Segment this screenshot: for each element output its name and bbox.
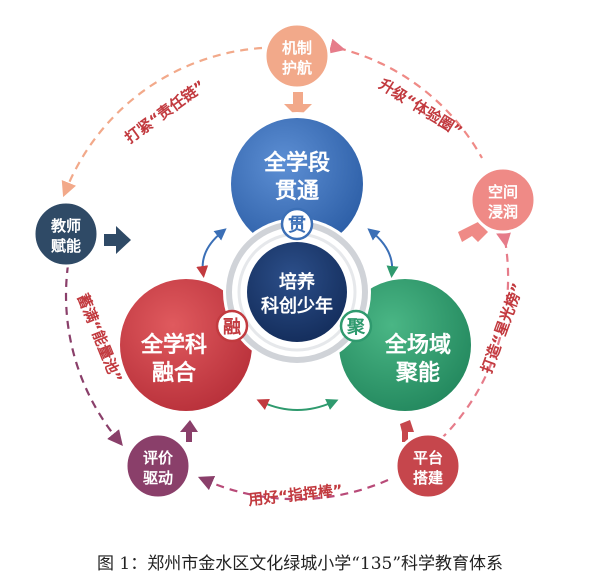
node-top: 机制 护航 (263, 22, 331, 90)
lobe-top-line2: 贯通 (275, 179, 319, 204)
connector-top-right (367, 228, 399, 278)
lobe-left-line2: 融合 (152, 360, 197, 386)
lobe-left (114, 273, 258, 417)
node-bottom-right-line2: 搭建 (413, 469, 444, 487)
badge-top-text: 贯 (288, 215, 306, 236)
lobe-left-line1: 全学科 (140, 332, 207, 358)
outer-dashed-ring (61, 38, 512, 501)
lobe-right-line1: 全场域 (384, 332, 451, 358)
lobe-top (225, 112, 369, 256)
badge-right: 聚 (339, 309, 373, 343)
figure-caption: 图 1：郑州市金水区文化绿城小学“135”科学教育体系 (96, 554, 504, 574)
ring-segment-right (441, 231, 512, 439)
node-top-line1: 机制 (282, 39, 312, 57)
center-line2: 科创少年 (261, 295, 333, 317)
arrow-upper-right-node (458, 222, 488, 242)
arrow-bottom-right-node (400, 420, 414, 442)
ring-label-right: 打造“星光榜” (478, 281, 527, 376)
node-upper-right-line2: 浸润 (488, 203, 518, 221)
ring-segment-top-left (61, 46, 263, 198)
node-bottom-left: 评价 驱动 (124, 432, 192, 500)
node-upper-left: 教师 赋能 (32, 200, 100, 268)
arrow-bottom-left-node (180, 420, 198, 442)
ring-label-top-right: 升级“体验圈” (376, 75, 466, 140)
badge-right-text: 聚 (346, 317, 366, 338)
node-bottom-left-line2: 驱动 (143, 469, 173, 487)
connector-top-left (196, 228, 227, 278)
lobe-connector-arrows (196, 228, 399, 411)
node-bottom-left-line1: 评价 (143, 449, 174, 467)
node-bottom-right: 平台 搭建 (394, 432, 462, 500)
badge-left: 融 (215, 309, 249, 343)
ring-label-top-left: 打紧“责任链” (121, 77, 208, 147)
node-upper-left-line1: 教师 (50, 217, 81, 235)
node-top-line2: 护航 (282, 59, 312, 77)
arrow-upper-left-node (104, 226, 131, 254)
arrow-top-node (284, 92, 312, 118)
node-upper-right-line1: 空间 (488, 183, 518, 201)
pointer-arrows (104, 92, 488, 442)
ring-label-bottom: 用好“指挥棒” (247, 481, 343, 509)
lobe-right-line2: 聚能 (395, 360, 440, 386)
center-line1: 培养 (279, 271, 316, 293)
badge-top: 贯 (280, 207, 314, 241)
node-bottom-right-line1: 平台 (413, 449, 443, 467)
node-upper-right: 空间 浸润 (469, 166, 537, 234)
connector-bottom (256, 398, 339, 411)
badge-left-text: 融 (223, 317, 241, 338)
lobe-top-line1: 全学段 (263, 150, 330, 176)
node-upper-left-line2: 赋能 (51, 237, 81, 255)
